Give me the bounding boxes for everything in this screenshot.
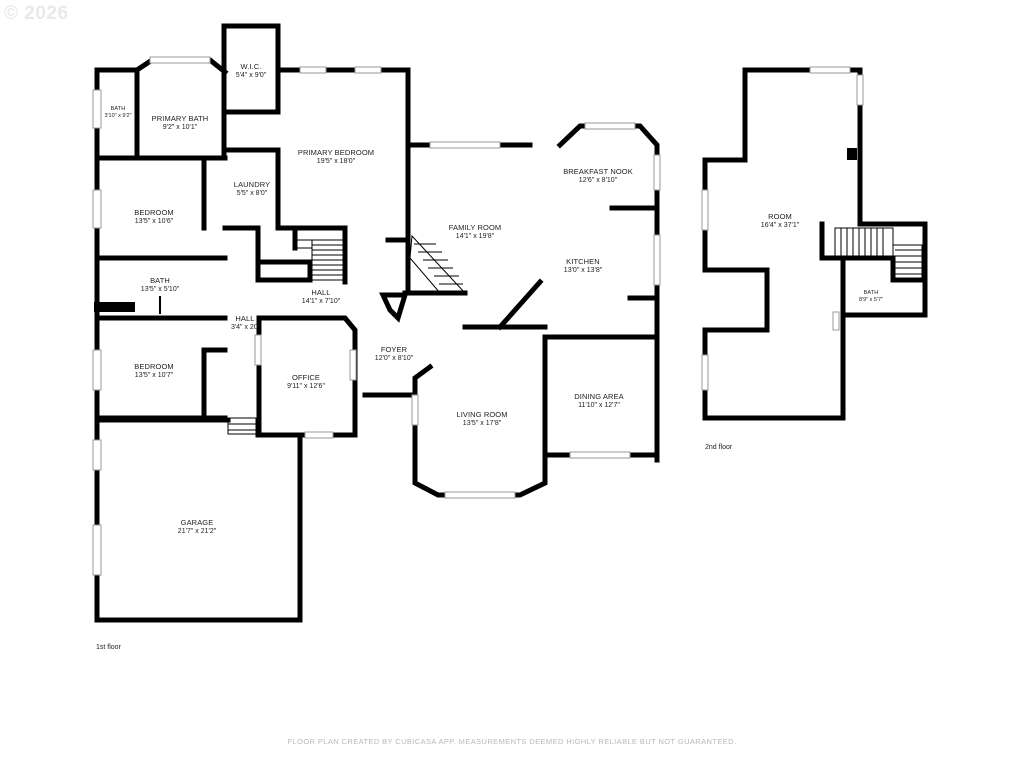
second-floor-label: 2nd floor — [705, 444, 733, 451]
room-dimensions: 5'4" x 9'0" — [235, 72, 267, 79]
room-name: W.I.C. — [240, 62, 262, 71]
room-label-primary-bedroom: PRIMARY BEDROOM 19'5" x 18'0" — [298, 148, 374, 166]
room-name: DINING AREA — [574, 392, 624, 401]
room-name: FAMILY ROOM — [448, 223, 502, 232]
room-dimensions: 8'9" x 5'7" — [858, 297, 884, 303]
room-label-breakfast-nook: BREAKFAST NOOK 12'6" x 8'10" — [563, 167, 633, 185]
room-label-living-room: LIVING ROOM 13'5" x 17'8" — [456, 410, 507, 428]
copyright-watermark: © 2026 — [4, 3, 69, 24]
room-label-bath: BATH 13'5" x 5'10" — [141, 276, 179, 294]
room-dimensions: 13'5" x 10'7" — [134, 372, 174, 379]
first-floor-windows — [92, 56, 661, 576]
second-floor-windows — [701, 66, 864, 391]
room-name: OFFICE — [291, 373, 321, 382]
room-label-family-room: FAMILY ROOM 14'1" x 19'8" — [449, 223, 502, 241]
room-name: FOYER — [380, 345, 408, 354]
second-floor-stairs — [834, 227, 923, 279]
room-dimensions: 5'5" x 8'0" — [236, 190, 268, 197]
room-label-hall: HALL 14'1" x 7'10" — [302, 288, 340, 306]
room-label-laundry: LAUNDRY 5'5" x 8'0" — [234, 180, 270, 198]
room-dimensions: 13'5" x 17'8" — [462, 420, 502, 427]
room-name: BREAKFAST NOOK — [563, 167, 633, 176]
room-dimensions: 3'10" x 9'2" — [104, 113, 132, 119]
room-name: PRIMARY BEDROOM — [297, 148, 375, 157]
room-name: ROOM — [768, 212, 792, 221]
room-label-dining-area: DINING AREA 11'10" x 12'7" — [574, 392, 623, 410]
room-dimensions: 16'4" x 37'1" — [760, 222, 800, 229]
footer-disclaimer: FLOOR PLAN CREATED BY CUBICASA APP. MEAS… — [287, 737, 737, 746]
room-name: GARAGE — [180, 518, 214, 527]
room-label-bath: BATH 3'10" x 9'2" — [104, 106, 131, 120]
room-label-kitchen: KITCHEN 13'0" x 13'8" — [564, 257, 602, 275]
room-dimensions: 12'0" x 8'10" — [374, 355, 414, 362]
room-dimensions: 12'6" x 8'10" — [578, 177, 618, 184]
room-dimensions: 9'11" x 12'6" — [287, 383, 325, 390]
room-label-garage: GARAGE 21'7" x 21'2" — [178, 518, 216, 536]
room-name: LAUNDRY — [233, 180, 271, 189]
room-dimensions: 19'5" x 18'0" — [316, 158, 356, 165]
room-label-room: ROOM 16'4" x 37'1" — [761, 212, 799, 230]
room-dimensions: 14'1" x 7'10" — [301, 298, 341, 305]
room-name: HALL — [235, 314, 255, 323]
room-label-bath: BATH 8'9" x 5'7" — [859, 290, 883, 304]
room-label-bedroom: BEDROOM 13'5" x 10'7" — [134, 362, 173, 380]
room-label-hall: HALL 3'4" x 20' — [231, 314, 259, 332]
room-label-primary-bath: PRIMARY BATH 9'2" x 10'1" — [152, 114, 209, 132]
room-name: LIVING ROOM — [456, 410, 508, 419]
room-dimensions: 13'5" x 5'10" — [140, 286, 180, 293]
room-name: BEDROOM — [134, 362, 174, 371]
room-dimensions: 3'4" x 20' — [230, 324, 260, 331]
room-name: HALL — [311, 288, 331, 297]
room-dimensions: 13'0" x 13'8" — [563, 267, 603, 274]
room-label-wic: W.I.C. 5'4" x 9'0" — [236, 62, 267, 80]
room-dimensions: 9'2" x 10'1" — [162, 124, 198, 131]
room-label-foyer: FOYER 12'0" x 8'10" — [375, 345, 413, 363]
room-name: KITCHEN — [566, 257, 600, 266]
room-dimensions: 21'7" x 21'2" — [177, 528, 217, 535]
room-dimensions: 11'10" x 12'7" — [578, 402, 620, 409]
room-label-office: OFFICE 9'11" x 12'6" — [287, 373, 325, 391]
room-name: BATH — [863, 290, 879, 296]
room-name: PRIMARY BATH — [151, 114, 209, 123]
second-floor-walls — [702, 67, 928, 421]
room-dimensions: 13'5" x 10'6" — [134, 218, 174, 225]
room-label-bedroom: BEDROOM 13'5" x 10'6" — [134, 208, 173, 226]
room-dimensions: 14'1" x 19'8" — [455, 233, 495, 240]
room-name: BATH — [150, 276, 170, 285]
room-name: BATH — [110, 106, 126, 112]
first-floor-stairs — [227, 234, 467, 435]
first-floor-label: 1st floor — [96, 644, 121, 651]
room-name: BEDROOM — [134, 208, 174, 217]
